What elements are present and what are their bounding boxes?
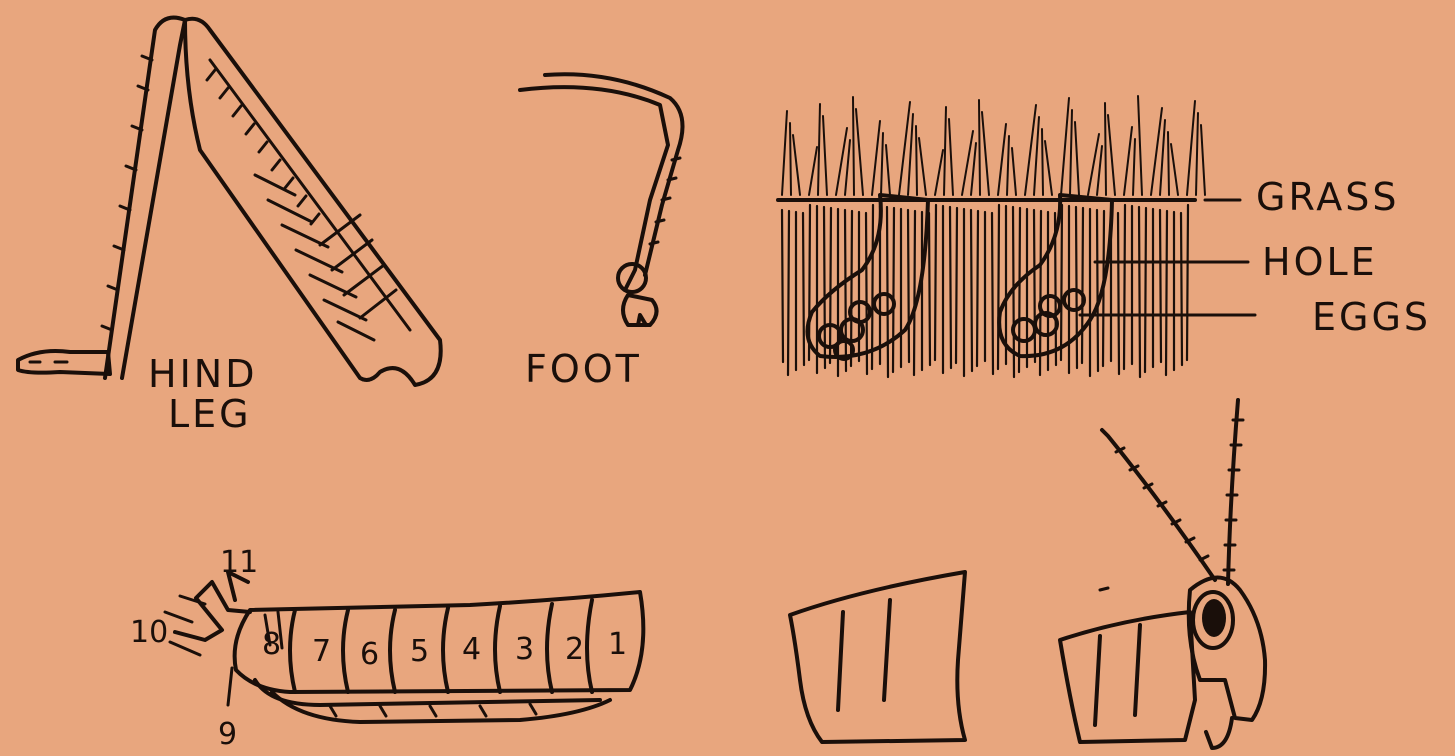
egg-laying-cross-section xyxy=(778,96,1255,377)
segment-number-7: 7 xyxy=(312,637,331,667)
segment-number-5: 5 xyxy=(410,637,429,667)
segment-number-11: 11 xyxy=(220,548,258,578)
thorax-drawing xyxy=(790,572,965,742)
segment-number-2: 2 xyxy=(565,635,584,665)
segment-number-6: 6 xyxy=(360,640,379,670)
segment-number-3: 3 xyxy=(515,635,534,665)
foot-drawing xyxy=(520,74,683,325)
eggs-label: EGGS xyxy=(1312,298,1431,336)
segment-number-9: 9 xyxy=(218,720,237,750)
head-thorax-drawing xyxy=(1060,400,1265,748)
segment-number-10: 10 xyxy=(130,618,168,648)
hole-label: HOLE xyxy=(1262,243,1378,281)
segment-number-4: 4 xyxy=(462,635,481,665)
foot-label: FOOT xyxy=(525,350,642,388)
grass-label: GRASS xyxy=(1256,178,1400,216)
segment-number-1: 1 xyxy=(608,630,627,660)
hind-leg-drawing xyxy=(18,18,441,385)
hind-label: HIND xyxy=(148,355,257,393)
leg-label: LEG xyxy=(168,395,252,433)
segment-number-8: 8 xyxy=(262,630,281,660)
